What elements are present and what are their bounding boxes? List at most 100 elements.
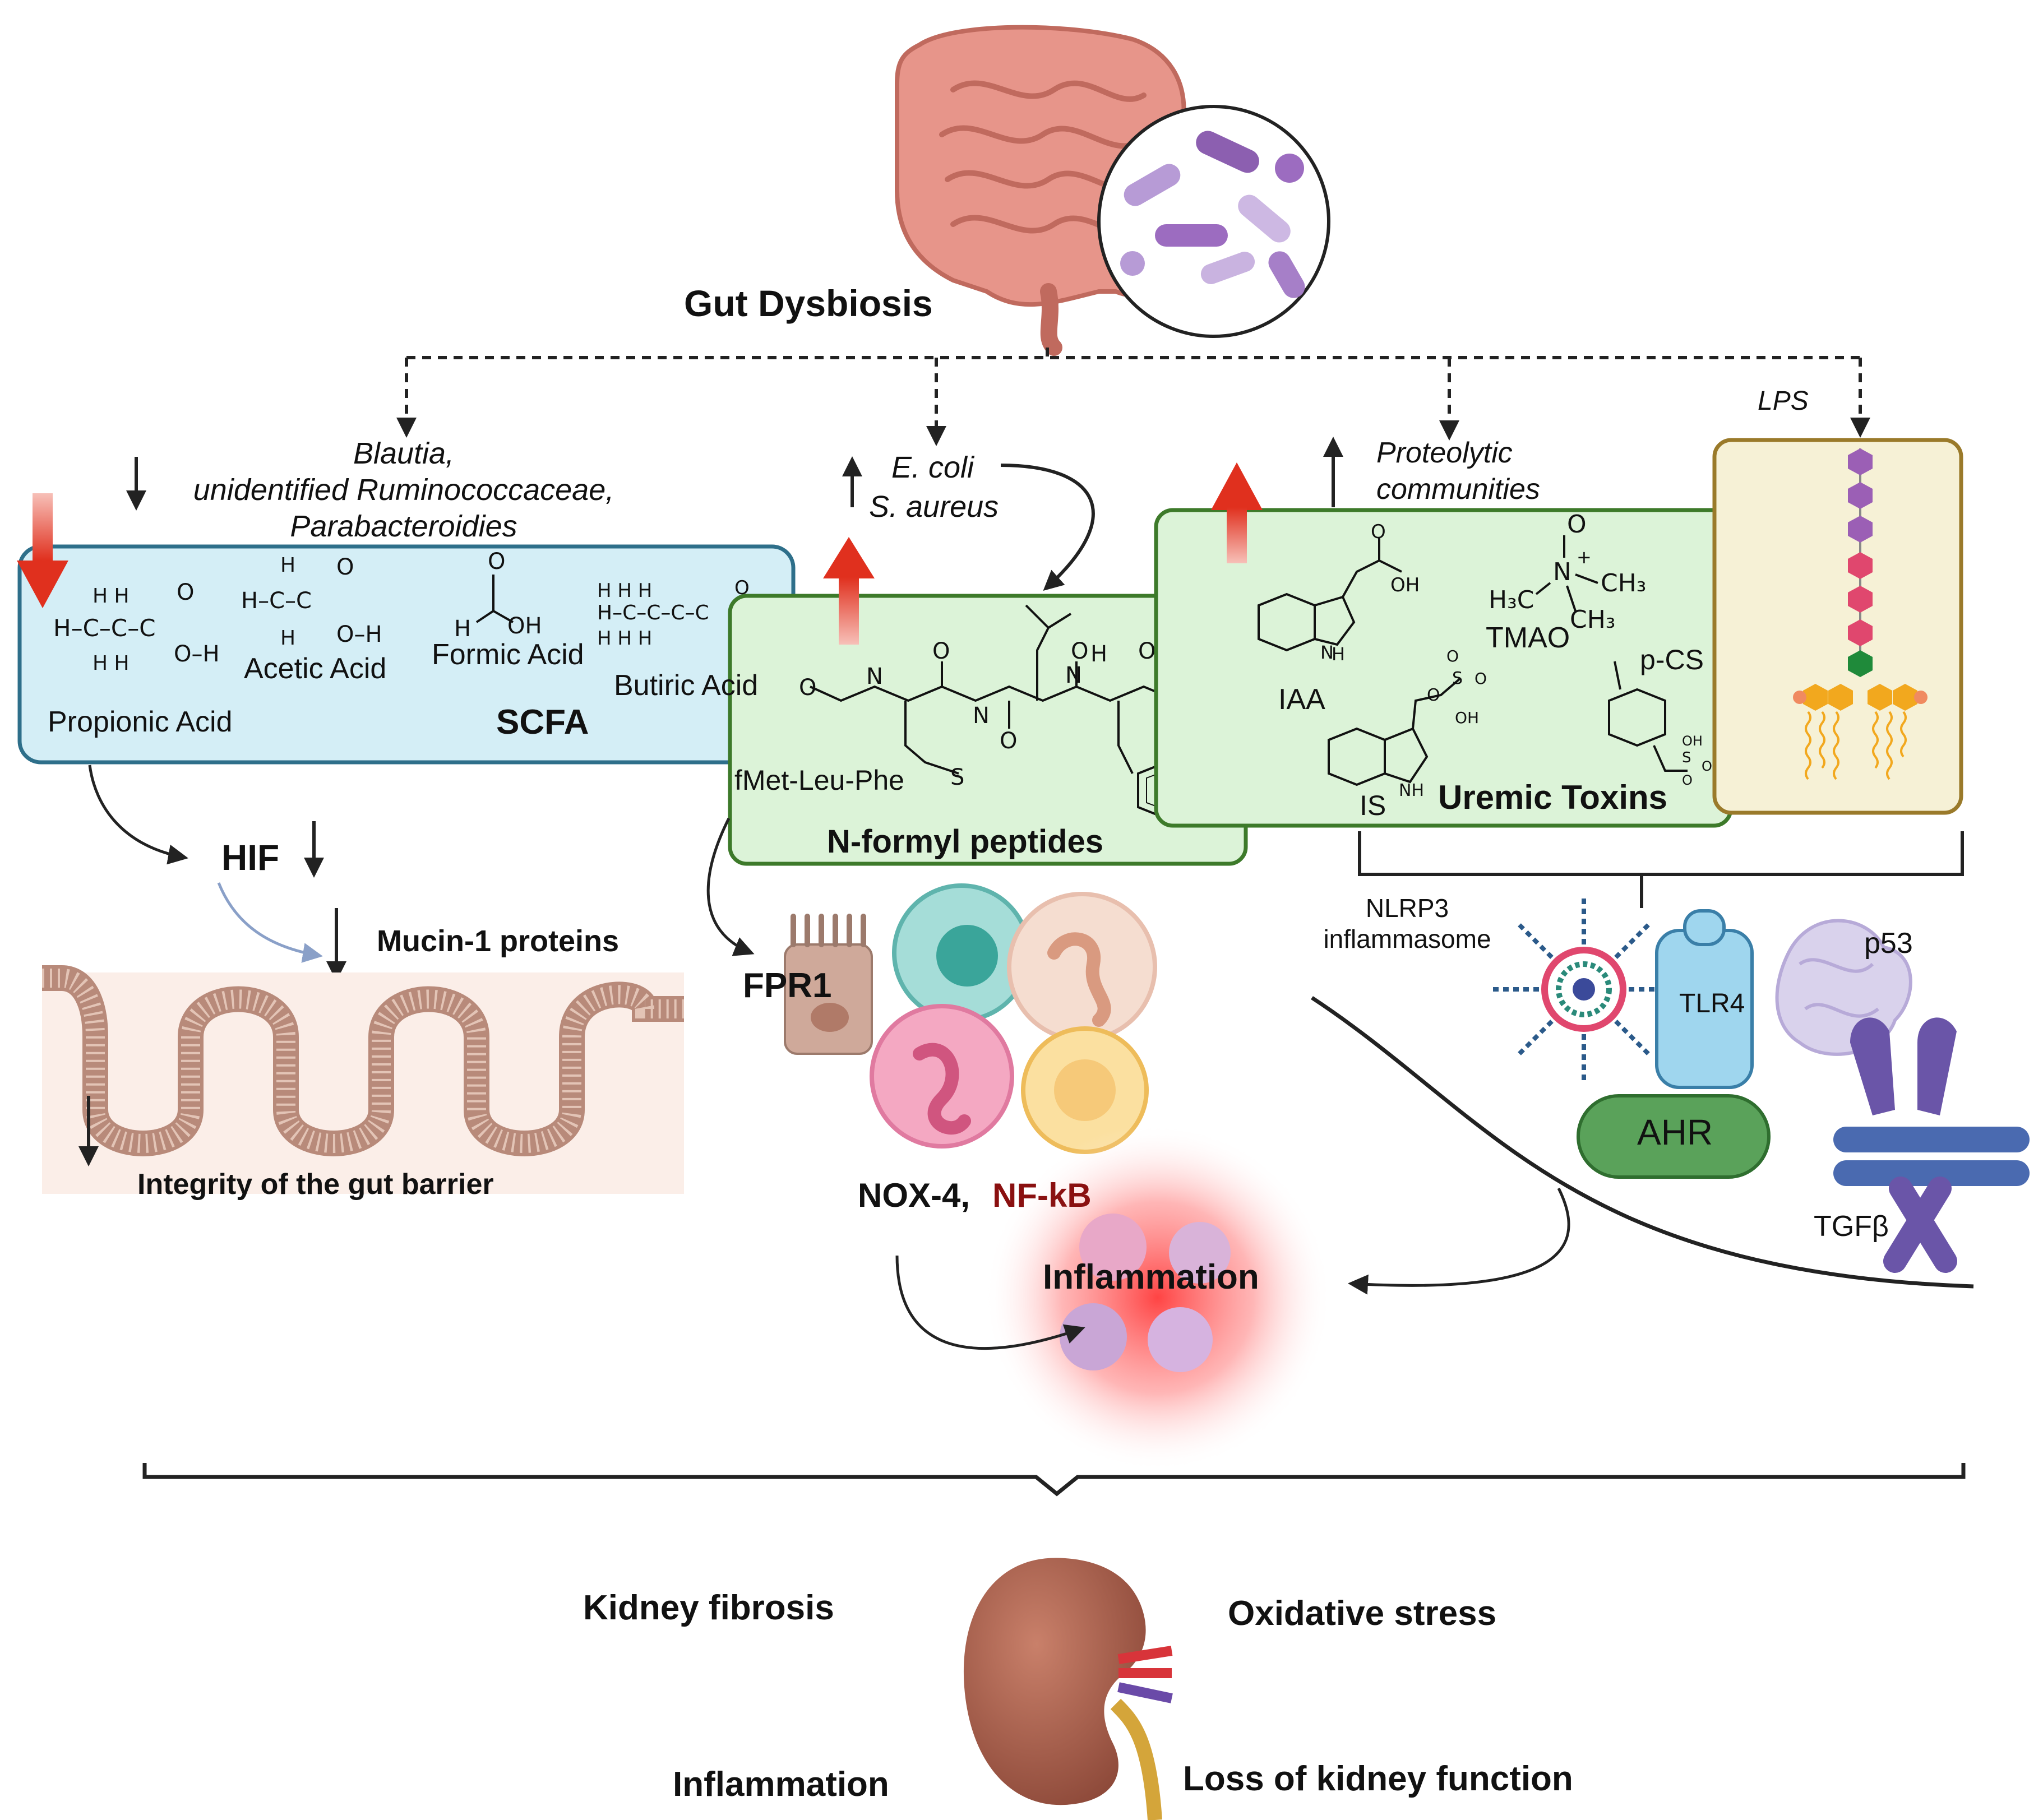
svg-text:O–H: O–H — [174, 641, 220, 667]
tlr4-receptor — [1655, 909, 1754, 1089]
fmet-leu-phe-label: fMet-Leu-Phe — [734, 765, 904, 796]
uremic-toxins-label: Uremic Toxins — [1438, 779, 1668, 816]
svg-text:H: H — [280, 554, 295, 577]
svg-text:H H H: H H H — [597, 627, 652, 650]
n-formyl-label: N-formyl peptides — [827, 823, 1104, 860]
tgfb-label: TGFβ — [1814, 1210, 1889, 1243]
svg-text:S: S — [950, 765, 964, 790]
hif-label: HIF — [221, 837, 280, 878]
svg-text:H H H: H H H — [597, 580, 652, 602]
svg-text:O: O — [1446, 647, 1459, 665]
oxidative-stress-label: Oxidative stress — [1228, 1594, 1497, 1633]
svg-text:S: S — [1682, 749, 1691, 766]
svg-text:OH: OH — [1390, 574, 1420, 596]
svg-text:S: S — [1452, 669, 1463, 688]
gut-barrier-label: Integrity of the gut barrier — [137, 1168, 494, 1201]
loss-kidney-function-label: Loss of kidney function — [1183, 1759, 1573, 1798]
ecoli-label: E. coli — [891, 451, 974, 484]
svg-text:H₃C: H₃C — [1489, 586, 1534, 614]
svg-text:N: N — [866, 664, 883, 689]
lps-label: LPS — [1758, 386, 1809, 416]
increase-red-arrow-uremic — [1211, 462, 1263, 563]
svg-text:OH: OH — [507, 613, 542, 639]
svg-text:H H: H H — [93, 652, 130, 675]
svg-text:O: O — [1427, 686, 1440, 705]
inflammasome-illustration — [1491, 897, 1676, 1082]
svg-text:O: O — [1138, 638, 1155, 664]
svg-text:H H: H H — [93, 585, 130, 608]
svg-text:O: O — [177, 580, 194, 605]
uremic-toxins-panel: O OH H N NH O S O O OH O N + H₃C CH₃ CH₃… — [1154, 508, 1733, 828]
scfa-bacteria-line3: Parabacteroidies — [290, 510, 517, 543]
p53-label: p53 — [1864, 927, 1913, 960]
svg-text:O: O — [1702, 758, 1712, 774]
dysbiosis-connectors — [396, 348, 1870, 446]
svg-text:N: N — [1553, 558, 1571, 586]
svg-text:H–C–C–C: H–C–C–C — [53, 614, 156, 642]
svg-text:OH: OH — [1682, 733, 1703, 749]
svg-text:CH₃: CH₃ — [1601, 569, 1646, 598]
nlrp3-line1: NLRP3 — [1365, 893, 1449, 923]
nfkb-label: NF-kB — [992, 1177, 1092, 1214]
svg-text:H: H — [280, 627, 295, 650]
tmao-label: TMAO — [1486, 622, 1570, 654]
lps-panel — [1712, 438, 1963, 815]
svg-text:O: O — [1371, 521, 1386, 543]
svg-text:O: O — [336, 554, 354, 580]
scfa-bacteria-line2: unidentified Ruminococcaceae, — [193, 473, 614, 507]
svg-text:CH₃: CH₃ — [1570, 605, 1615, 634]
ahr-label: AHR — [1637, 1112, 1713, 1152]
kidney-illustration — [963, 1558, 1173, 1820]
increase-red-arrow — [823, 537, 875, 645]
is-label: IS — [1360, 790, 1386, 821]
svg-text:H–C–C–C–C: H–C–C–C–C — [597, 601, 709, 624]
scfa-label: SCFA — [496, 703, 589, 742]
proteolytic-line2: communities — [1376, 473, 1540, 506]
svg-text:O: O — [488, 549, 505, 575]
inflammation-center-label: Inflammation — [1043, 1258, 1259, 1296]
proteolytic-line1: Proteolytic — [1376, 437, 1513, 469]
svg-text:+: + — [1577, 547, 1592, 568]
svg-text:O: O — [1682, 772, 1693, 788]
scfa-bacteria-line1: Blautia, — [353, 437, 455, 470]
epithelial-cell — [784, 914, 873, 1055]
kidney-fibrosis-label: Kidney fibrosis — [583, 1589, 834, 1627]
propionic-acid-label: Propionic Acid — [48, 706, 233, 738]
svg-text:O: O — [1000, 728, 1017, 754]
svg-text:OH: OH — [1455, 708, 1479, 727]
gut-dysbiosis-label: Gut Dysbiosis — [684, 283, 933, 324]
butiric-acid-label: Butiric Acid — [614, 669, 759, 702]
svg-text:H: H — [454, 616, 471, 642]
svg-text:O: O — [1567, 510, 1587, 539]
inflammation-glow — [984, 1124, 1332, 1471]
iaa-label: IAA — [1278, 683, 1325, 716]
svg-text:H–C–C: H–C–C — [241, 588, 312, 614]
decrease-red-arrow — [17, 493, 68, 608]
kidney-inflammation-label: Inflammation — [673, 1765, 889, 1804]
nlrp3-line2: inflammasome — [1323, 924, 1491, 953]
svg-text:N: N — [1320, 642, 1334, 663]
svg-text:N: N — [973, 703, 990, 729]
svg-text:O: O — [799, 675, 816, 701]
immune-cells — [870, 883, 1157, 1154]
formic-acid-label: Formic Acid — [432, 638, 584, 671]
svg-text:H: H — [1332, 643, 1345, 665]
svg-text:O: O — [1071, 638, 1088, 664]
nox4-label: NOX-4, — [858, 1177, 970, 1214]
gut-barrier-illustration — [42, 965, 684, 1194]
pcs-label: p-CS — [1640, 644, 1704, 675]
svg-text:NH: NH — [1399, 781, 1424, 800]
svg-text:N: N — [1065, 663, 1082, 688]
fpr1-label: FPR1 — [743, 966, 832, 1005]
svg-text:O–H: O–H — [336, 622, 382, 647]
bacteria-magnifier — [1097, 105, 1330, 338]
acetic-acid-label: Acetic Acid — [244, 652, 387, 685]
mucin-label: Mucin-1 proteins — [377, 924, 620, 958]
saureus-label: S. aureus — [869, 490, 999, 524]
tgfb-protein — [1833, 1017, 2030, 1273]
svg-text:O: O — [1475, 669, 1487, 688]
svg-text:O: O — [932, 638, 950, 664]
svg-text:H: H — [1090, 641, 1107, 667]
ahr-receptor — [1577, 1094, 1771, 1179]
